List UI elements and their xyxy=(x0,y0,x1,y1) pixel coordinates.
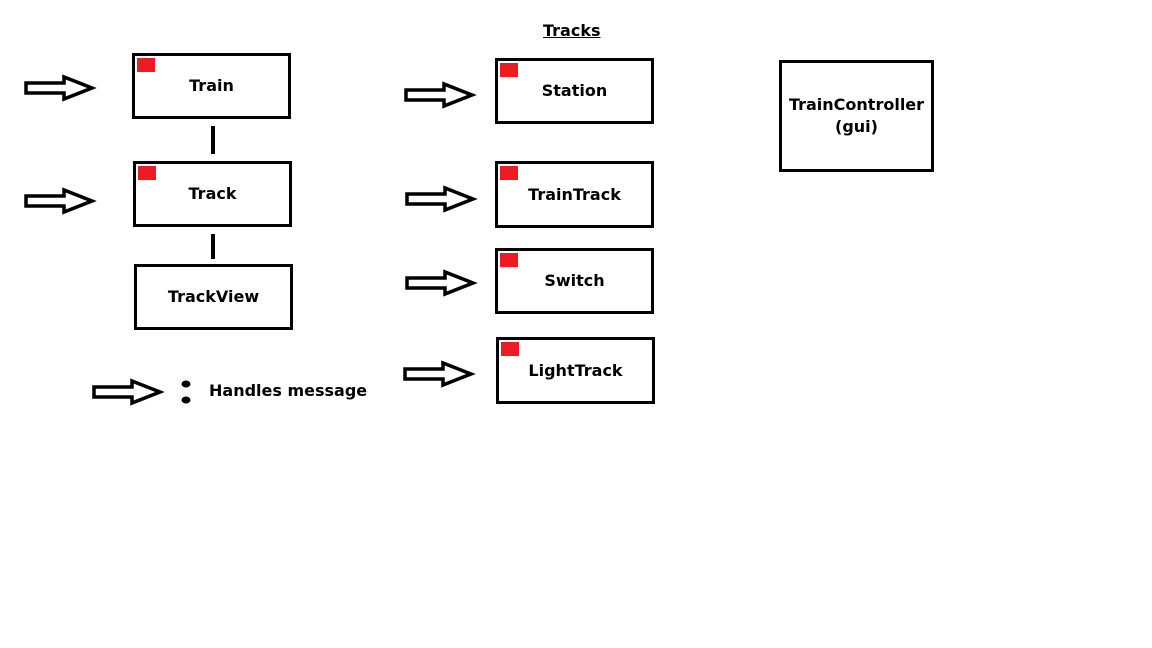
arrow-to-lighttrack-icon xyxy=(403,360,476,388)
red-marker-icon xyxy=(500,63,518,77)
tracks-heading: Tracks xyxy=(543,21,601,40)
red-marker-icon xyxy=(500,253,518,267)
train-label: Train xyxy=(189,76,234,95)
lighttrack-box: LightTrack xyxy=(496,337,655,404)
track-label: Track xyxy=(188,184,237,203)
trackview-label: TrackView xyxy=(167,287,260,306)
red-marker-icon xyxy=(138,166,156,180)
lighttrack-label: LightTrack xyxy=(528,360,623,380)
switch-label: Switch xyxy=(544,271,605,290)
traincontroller-label: TrainController (gui) xyxy=(788,95,925,136)
track-trackview-connector xyxy=(211,234,215,259)
legend-arrow-icon xyxy=(92,378,165,406)
red-marker-icon xyxy=(501,342,519,356)
station-box: Station xyxy=(495,58,654,124)
station-label: Station xyxy=(541,81,608,100)
traincontroller-box: TrainController (gui) xyxy=(779,60,934,172)
arrow-to-switch-icon xyxy=(405,269,478,297)
arrow-to-track-icon xyxy=(24,187,97,215)
arrow-to-traintrack-icon xyxy=(405,185,478,213)
red-marker-icon xyxy=(137,58,155,72)
legend-text: Handles message xyxy=(209,381,368,400)
legend-colon-icon xyxy=(181,380,191,404)
train-track-connector xyxy=(211,126,215,154)
traintrack-label: TrainTrack xyxy=(528,184,621,204)
traintrack-box: TrainTrack xyxy=(495,161,654,228)
trackview-box: TrackView xyxy=(134,264,293,330)
train-box: Train xyxy=(132,53,291,119)
switch-box: Switch xyxy=(495,248,654,314)
arrow-to-train-icon xyxy=(24,74,97,102)
track-box: Track xyxy=(133,161,292,227)
red-marker-icon xyxy=(500,166,518,180)
arrow-to-station-icon xyxy=(404,81,477,109)
